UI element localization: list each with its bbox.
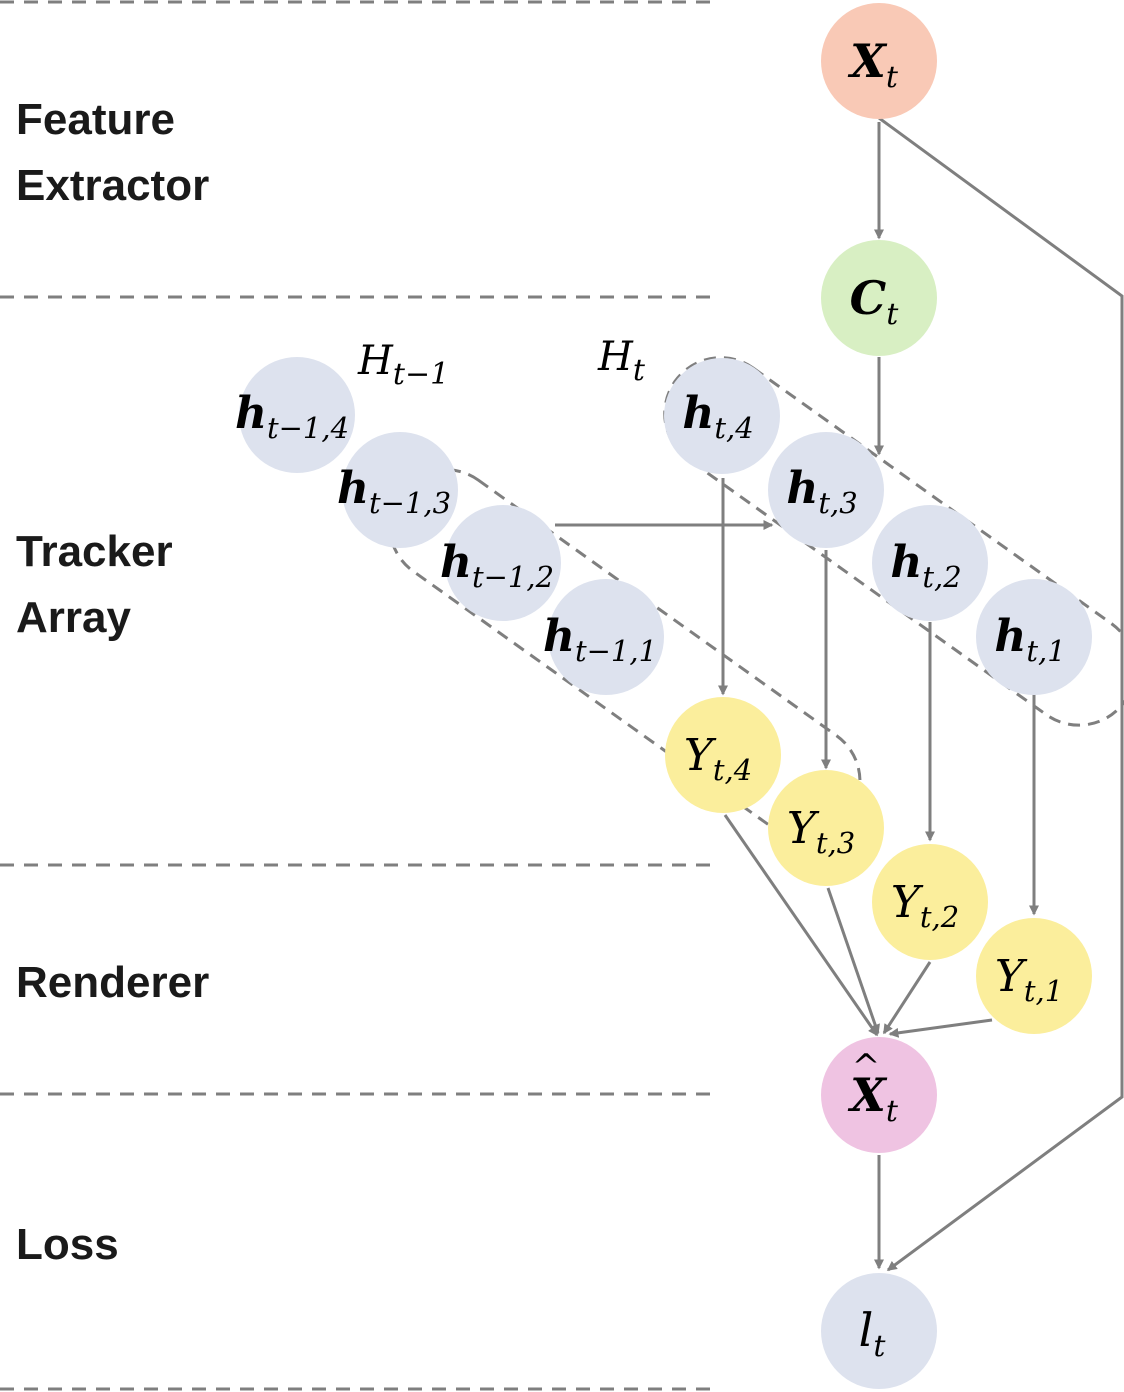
- svg-text:ht,2: ht,2: [890, 537, 961, 594]
- svg-text:ht−1,4: ht−1,4: [235, 388, 349, 445]
- tracker-node-curr-4: ht,4: [664, 358, 780, 474]
- reconstruction-hat: ^: [852, 1047, 881, 1087]
- stage-label-feature-extractor: Feature Extractor: [16, 87, 209, 219]
- output-node-2: Yt,2: [872, 844, 988, 960]
- trackers-prev: ht−1,4 ht−1,3 ht−1,2 ht−1,1: [235, 357, 664, 695]
- svg-text:Yt,2: Yt,2: [891, 877, 959, 934]
- loss-node: lt: [821, 1273, 937, 1389]
- edge-y3-to-xhat: [826, 887, 880, 1035]
- stage-label-array: Array: [16, 593, 131, 642]
- svg-text:ht−1,2: ht−1,2: [440, 537, 554, 594]
- output-node-3: Yt,3: [768, 770, 884, 886]
- set-label-prev: Ht−1: [357, 338, 449, 392]
- feature-node: Ct: [821, 240, 937, 356]
- stage-label-loss: Loss: [16, 1220, 119, 1269]
- stage-label-renderer: Renderer: [16, 958, 210, 1007]
- svg-text:ht,4: ht,4: [682, 388, 753, 445]
- stage-label-tracker: Tracker: [16, 527, 173, 576]
- tracker-set-curr-outline: [663, 356, 1124, 727]
- svg-text:ht,1: ht,1: [994, 611, 1065, 668]
- trackers-curr: ht,4 ht,3 ht,2 ht,1: [664, 358, 1092, 695]
- tracker-node-prev-2: ht−1,2: [440, 505, 561, 621]
- edge-y2-to-xhat: [882, 961, 932, 1035]
- stage-label-tracker-array: Tracker Array: [16, 519, 173, 651]
- tracker-node-curr-3: ht,3: [768, 432, 884, 548]
- stage-label-feature: Feature: [16, 95, 175, 144]
- output-node-4: Yt,4: [665, 697, 781, 813]
- edge-y1-to-xhat: [888, 1018, 993, 1038]
- outputs: Yt,4 Yt,3 Yt,2 Yt,1: [665, 697, 1092, 1034]
- svg-text:Yt,4: Yt,4: [684, 730, 752, 787]
- edge-x-to-loss: [878, 116, 1124, 1272]
- svg-text:Yt,1: Yt,1: [995, 951, 1063, 1008]
- output-node-1: Yt,1: [976, 918, 1092, 1034]
- svg-text:ht,3: ht,3: [786, 463, 857, 520]
- reconstruction-node: Xt ^: [821, 1037, 937, 1153]
- svg-text:ht−1,1: ht−1,1: [543, 611, 657, 668]
- tracker-node-curr-1: ht,1: [976, 579, 1092, 695]
- set-label-curr: Ht: [597, 334, 646, 388]
- svg-text:ht−1,3: ht−1,3: [337, 463, 451, 520]
- svg-text:Xt: Xt: [847, 34, 899, 95]
- tracker-node-prev-4: ht−1,4: [235, 357, 355, 473]
- svg-text:Yt,3: Yt,3: [787, 803, 855, 860]
- input-node: Xt: [821, 3, 937, 119]
- svg-text:Ct: Ct: [850, 271, 900, 332]
- edge-y4-to-xhat: [723, 814, 879, 1037]
- stage-label-extractor: Extractor: [16, 161, 210, 210]
- svg-text:lt: lt: [859, 1303, 887, 1364]
- tracker-node-prev-3: ht−1,3: [337, 432, 458, 548]
- tracker-node-prev-1: ht−1,1: [543, 579, 664, 695]
- tracker-node-curr-2: ht,2: [872, 505, 988, 621]
- svg-text:Xt: Xt: [847, 1068, 899, 1129]
- set-labels: Ht−1 Ht: [357, 334, 646, 392]
- edges: [555, 116, 1124, 1272]
